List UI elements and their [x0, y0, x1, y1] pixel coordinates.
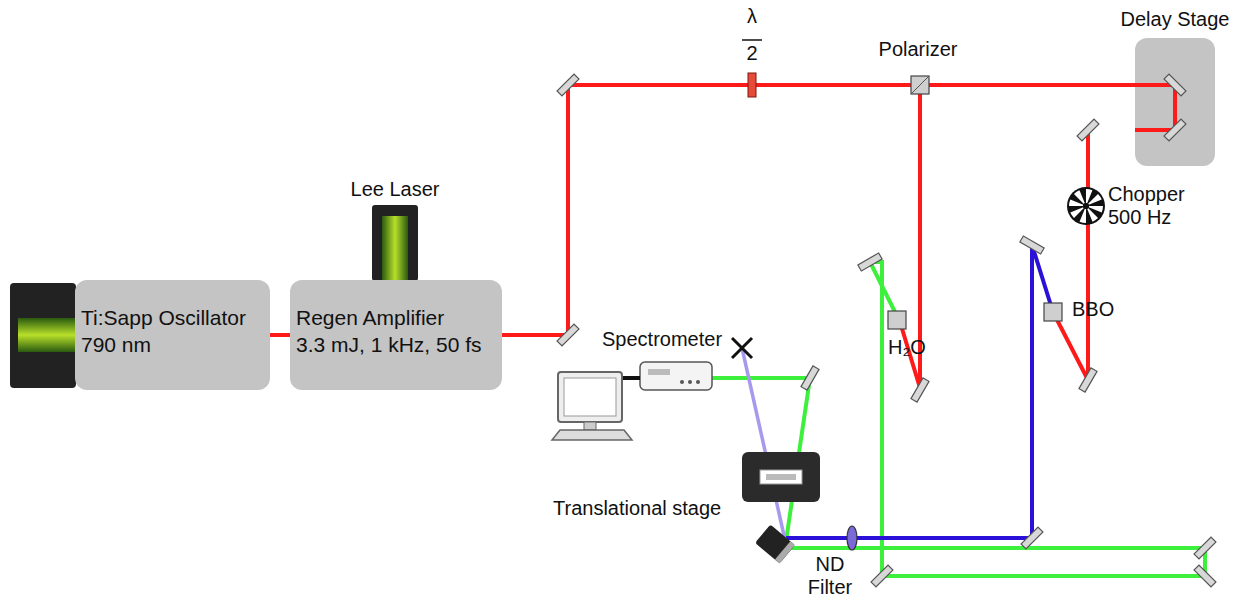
delay-optics	[1135, 38, 1215, 166]
box-title: Regen Amplifier	[296, 304, 496, 331]
beam-block	[732, 338, 752, 358]
component-label: Polarizer	[879, 38, 958, 61]
box-detail: 3.3 mJ, 1 kHz, 50 fs	[296, 331, 496, 358]
nd-filter	[847, 526, 857, 550]
laser-box: Ti:Sapp Oscillator790 nm	[75, 280, 270, 390]
laser-beam	[270, 335, 290, 336]
laser-beam	[742, 348, 785, 540]
laser-beam	[712, 262, 1205, 576]
computer	[552, 372, 640, 440]
laser-beam	[500, 85, 1175, 388]
component-label: ND Filter	[798, 553, 862, 599]
box-detail: 790 nm	[81, 331, 264, 358]
box-title: Ti:Sapp Oscillator	[81, 304, 264, 331]
sample-cell	[888, 311, 906, 329]
component-label: Lee Laser	[351, 178, 440, 201]
spectrometer	[640, 362, 712, 390]
laser-beam	[785, 245, 1053, 538]
component-label: Spectrometer	[602, 328, 722, 351]
component-label: H₂O	[888, 336, 926, 359]
translation-stage	[742, 452, 820, 502]
delay-stage: Delay Stage	[1135, 38, 1215, 166]
fraction-bar	[742, 39, 762, 41]
fraction-numerator: λ	[747, 5, 757, 28]
crystal	[1044, 303, 1062, 321]
box-title: Delay Stage	[1121, 6, 1230, 32]
polarizer-cube	[911, 76, 929, 94]
pump-laser	[372, 205, 418, 281]
fraction-denominator: 2	[746, 42, 757, 65]
laser-box: Regen Amplifier3.3 mJ, 1 kHz, 50 fs	[290, 280, 502, 390]
component-label: BBO	[1072, 298, 1114, 321]
component-label: Chopper 500 Hz	[1108, 183, 1194, 229]
polarizer-cube	[911, 76, 929, 94]
waveplate	[748, 73, 756, 97]
pump-laser	[10, 283, 76, 388]
component-label: Translational stage	[553, 497, 721, 520]
sample-holder	[755, 525, 795, 564]
chopper-wheel	[1067, 187, 1105, 225]
